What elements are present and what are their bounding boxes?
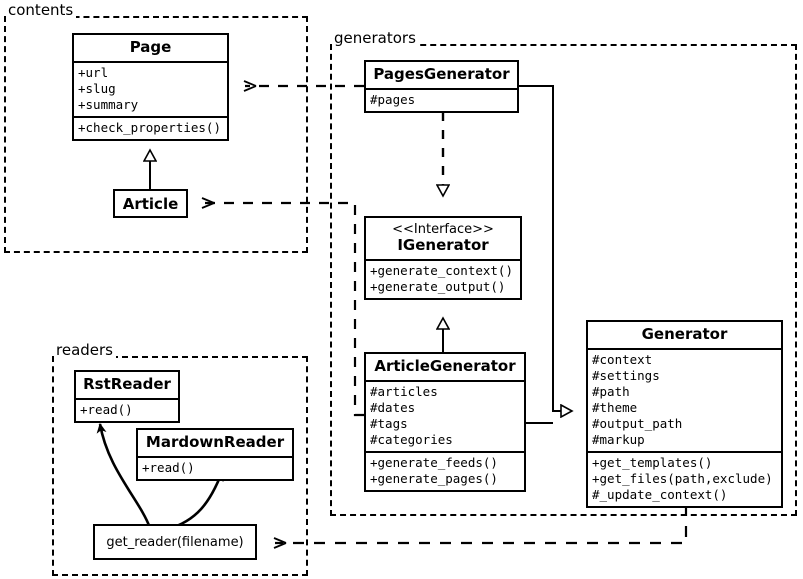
package-contents <box>4 16 308 253</box>
attribute: #articles <box>370 384 438 399</box>
class-rst-reader-methods: +read() <box>76 398 178 421</box>
method: +get_files(path,exclude) <box>592 471 773 486</box>
attribute: #pages <box>370 92 416 107</box>
class-page-title: Page <box>129 38 172 56</box>
class-article-generator-attributes: #articles #dates #tags #categories <box>366 380 524 451</box>
class-rst-reader-title: RstReader <box>83 375 171 393</box>
class-pages-generator[interactable]: PagesGenerator #pages <box>364 60 519 113</box>
class-generator-title: Generator <box>641 325 728 343</box>
attribute: +slug <box>78 81 116 96</box>
method: +generate_pages() <box>370 471 498 486</box>
class-igenerator[interactable]: <<Interface>> IGenerator +generate_conte… <box>364 216 522 300</box>
class-igenerator-stereotype: <<Interface>> <box>392 222 494 237</box>
class-pages-generator-title: PagesGenerator <box>373 65 510 83</box>
class-article[interactable]: Article <box>113 189 188 218</box>
class-page-methods: +check_properties() <box>74 116 227 139</box>
package-generators-label: generators <box>332 30 419 47</box>
class-pages-generator-attributes: #pages <box>366 88 517 111</box>
method: #_update_context() <box>592 487 728 502</box>
class-rst-reader[interactable]: RstReader +read() <box>74 370 180 423</box>
package-readers <box>52 356 308 576</box>
attribute: #output_path <box>592 416 683 431</box>
method: +get_templates() <box>592 455 713 470</box>
function-get-reader[interactable]: get_reader(filename) <box>93 524 257 560</box>
method: +generate_context() <box>370 263 513 278</box>
attribute: #theme <box>592 400 638 415</box>
method: +read() <box>80 402 133 417</box>
attribute: #context <box>592 352 653 367</box>
function-get-reader-label: get_reader(filename) <box>106 534 244 550</box>
method: +check_properties() <box>78 120 221 135</box>
class-article-generator-title: ArticleGenerator <box>374 357 516 375</box>
attribute: #path <box>592 384 630 399</box>
method: +generate_output() <box>370 279 506 294</box>
class-article-generator[interactable]: ArticleGenerator #articles #dates #tags … <box>364 352 526 492</box>
method: +read() <box>142 460 195 475</box>
attribute: #settings <box>592 368 660 383</box>
class-igenerator-methods: +generate_context() +generate_output() <box>366 259 520 298</box>
attribute: #dates <box>370 400 416 415</box>
class-article-title: Article <box>122 194 179 213</box>
attribute: #markup <box>592 432 645 447</box>
attribute: +url <box>78 65 109 80</box>
class-generator-attributes: #context #settings #path #theme #output_… <box>588 348 781 451</box>
method: +generate_feeds() <box>370 455 498 470</box>
class-mardown-reader[interactable]: MardownReader +read() <box>136 428 294 481</box>
class-mardown-reader-title: MardownReader <box>145 433 285 451</box>
attribute: #tags <box>370 416 408 431</box>
package-contents-label: contents <box>6 2 77 19</box>
class-generator-methods: +get_templates() +get_files(path,exclude… <box>588 451 781 506</box>
class-igenerator-title: IGenerator <box>397 236 489 254</box>
class-mardown-reader-methods: +read() <box>138 456 292 479</box>
class-article-generator-methods: +generate_feeds() +generate_pages() <box>366 451 524 490</box>
attribute: #categories <box>370 432 453 447</box>
attribute: +summary <box>78 97 139 112</box>
class-page[interactable]: Page +url +slug +summary +check_properti… <box>72 33 229 141</box>
package-readers-label: readers <box>54 342 116 359</box>
class-page-attributes: +url +slug +summary <box>74 61 227 116</box>
class-generator[interactable]: Generator #context #settings #path #them… <box>586 320 783 508</box>
